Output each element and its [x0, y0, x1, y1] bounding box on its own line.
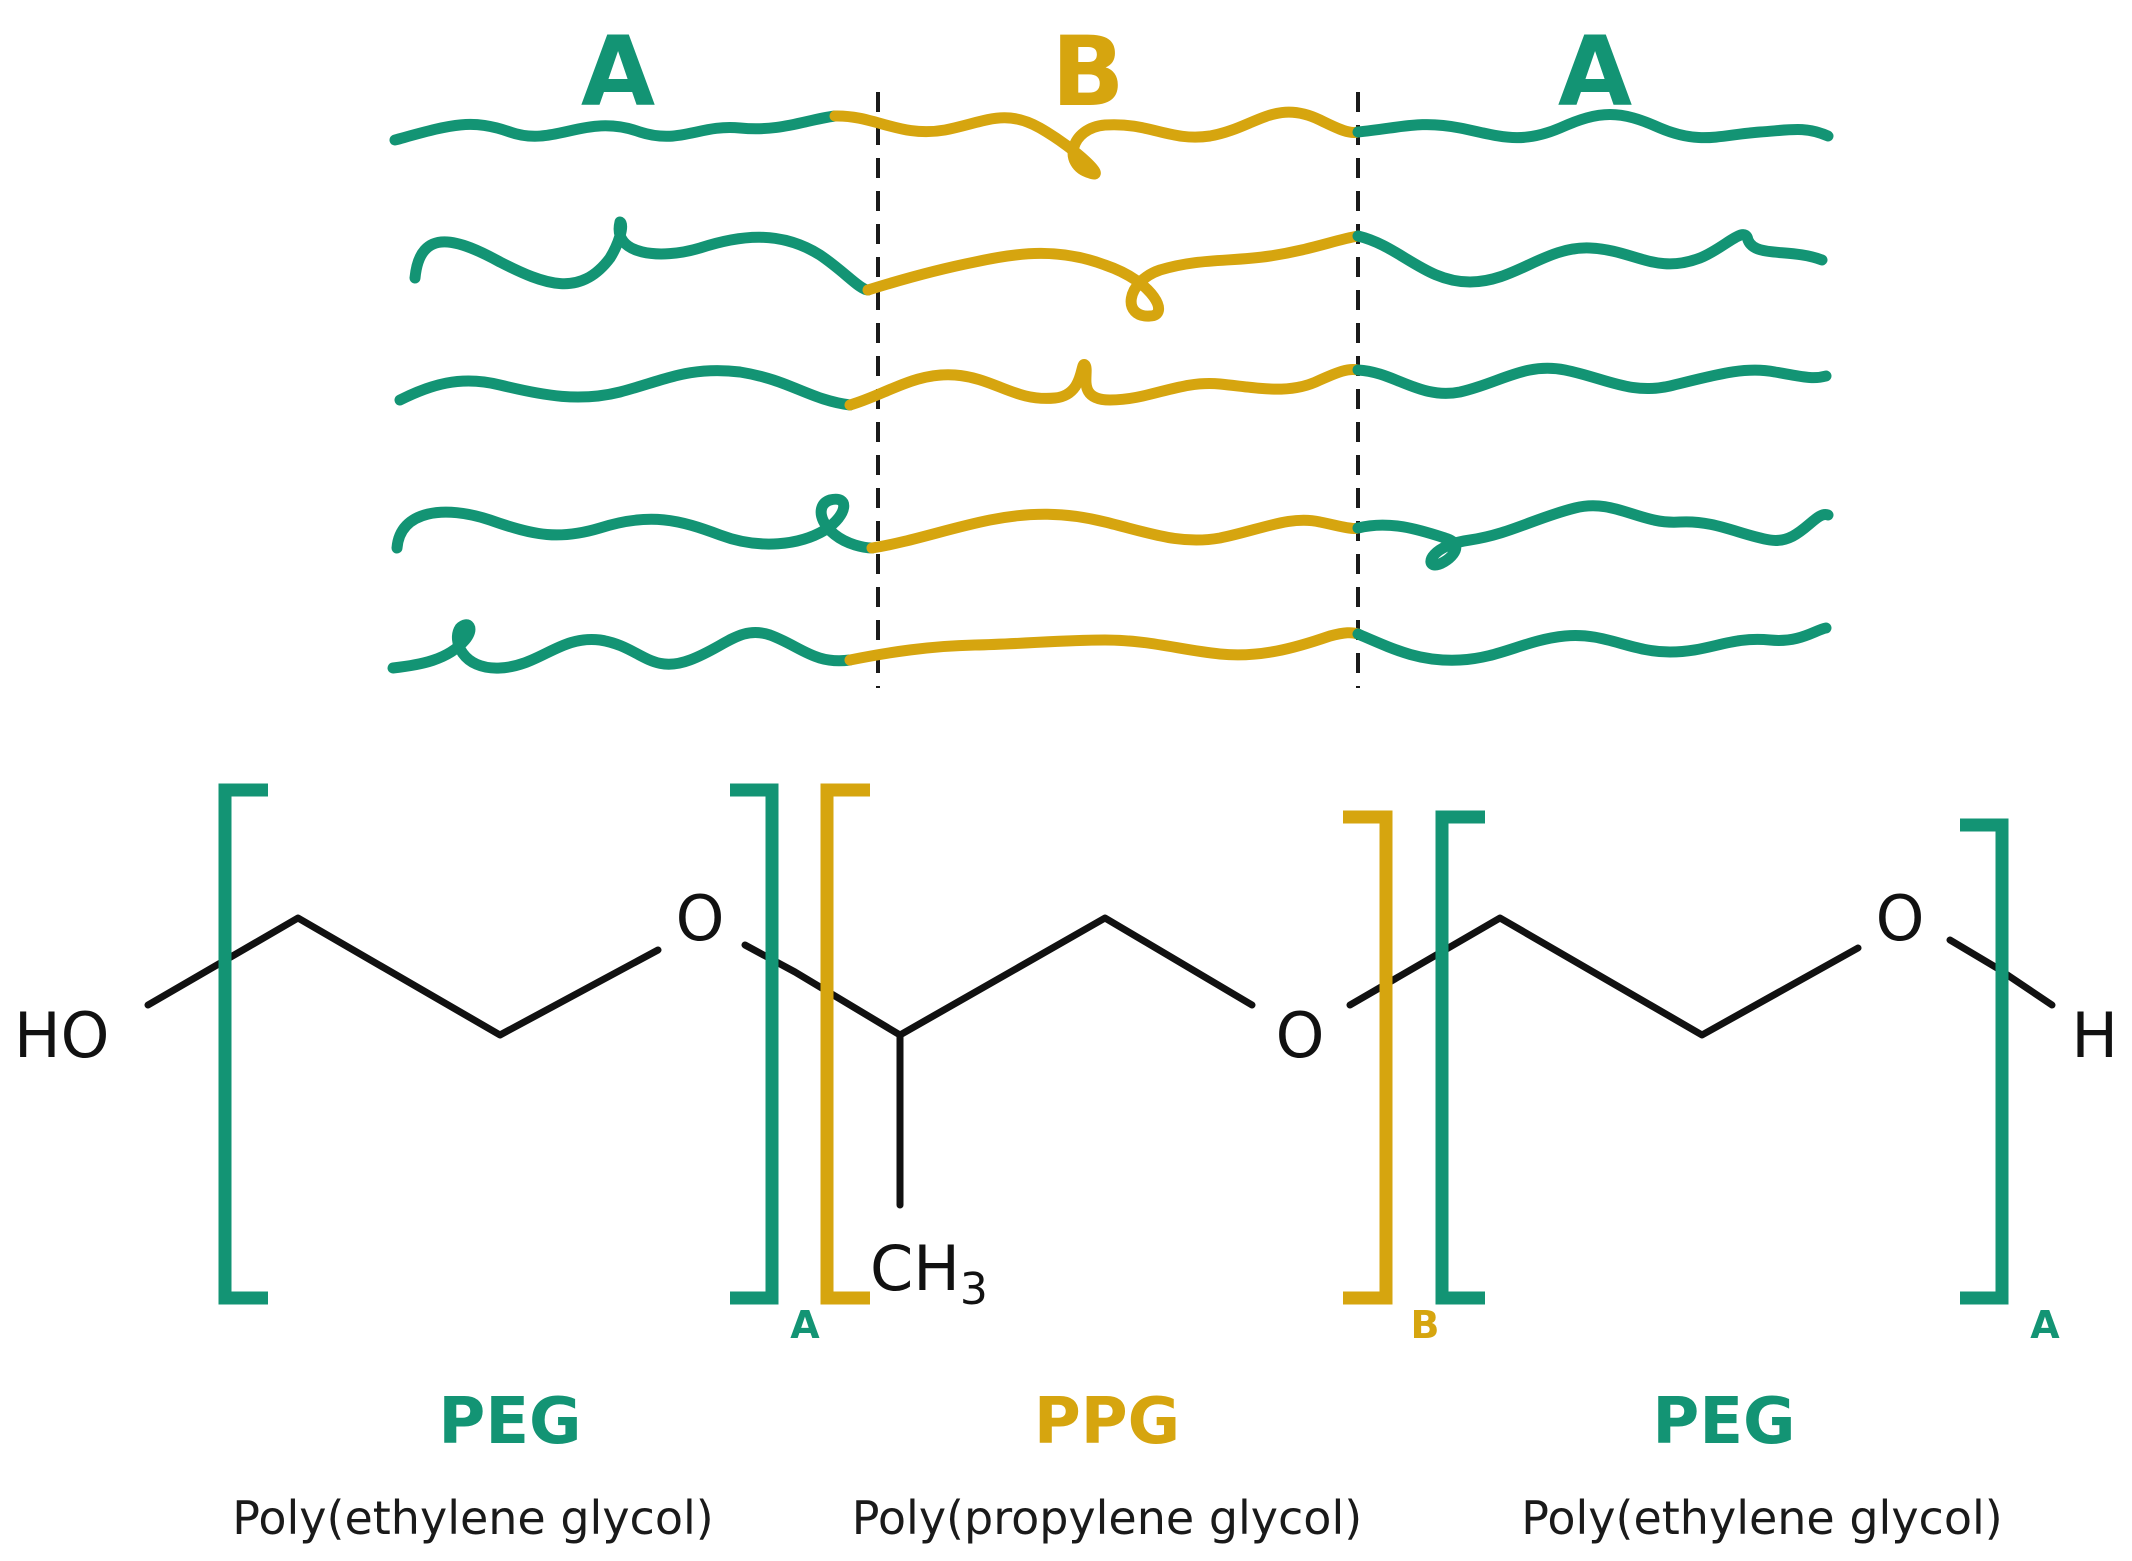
methyl-subscript: 3: [960, 1264, 988, 1315]
subscript-a-left: A: [790, 1303, 820, 1347]
bond-o-link-left: [741, 941, 904, 1039]
chain-segment-b: [829, 106, 1364, 180]
bond-ppg-backbone: [896, 914, 1256, 1039]
chain-segment-b: [866, 508, 1364, 554]
polymer-chain: [389, 106, 1834, 180]
atom-label-oxygen-3: O: [1876, 882, 1925, 955]
atom-label-oxygen-1: O: [676, 882, 725, 955]
chain-segment-a-left: [391, 493, 878, 554]
block-abbr-ppg: PPG: [1034, 1385, 1180, 1459]
block-abbr-peg-right: PEG: [1652, 1385, 1795, 1459]
chain-segment-a-left: [394, 365, 856, 411]
block-name-peg-right: Poly(ethylene glycol): [1521, 1491, 2002, 1545]
chain-segment-b: [844, 359, 1364, 411]
bracket-ppg-close: [1343, 810, 1393, 1305]
block-label-b: B: [1051, 16, 1124, 128]
bracket-peg2-open: [1435, 810, 1485, 1305]
atom-label-h: H: [2071, 999, 2118, 1072]
methyl-text: CH: [870, 1232, 960, 1305]
subscript-b: B: [1411, 1303, 1440, 1347]
bond-o-link-right: [1346, 914, 1862, 1039]
chain-segment-a-right: [1352, 362, 1832, 399]
polymer-chain: [409, 216, 1828, 322]
skeletal-formula: [144, 914, 2056, 1209]
block-label-a-left: A: [581, 16, 655, 128]
atom-label-ho: HO: [14, 999, 109, 1072]
chain-segment-a-right: [1352, 109, 1834, 144]
bracket-peg2-close: [1960, 818, 2009, 1305]
chain-segment-a-right: [1352, 229, 1828, 288]
chain-segment-b: [862, 230, 1364, 322]
block-label-a-right: A: [1558, 16, 1632, 128]
chain-segment-a-right: [1352, 500, 1834, 571]
bracket-peg1-close: [730, 783, 779, 1305]
chain-segment-a-left: [387, 619, 856, 674]
polymer-chain: [391, 493, 1834, 571]
polymer-chain: [394, 359, 1832, 411]
chain-segment-a-right: [1352, 622, 1832, 666]
block-abbr-peg-left: PEG: [438, 1385, 581, 1459]
block-name-ppg: Poly(propylene glycol): [852, 1491, 1362, 1545]
subscript-a-right: A: [2030, 1303, 2060, 1347]
bracket-ppg-open: [820, 783, 870, 1305]
chain-segment-a-left: [389, 110, 841, 146]
chain-segment-b: [844, 627, 1364, 666]
bracket-peg1-open: [218, 783, 268, 1305]
atom-label-methyl: CH3: [870, 1232, 988, 1315]
block-name-peg-left: Poly(ethylene glycol): [232, 1491, 713, 1545]
chain-segment-a-left: [409, 216, 874, 296]
atom-label-oxygen-2: O: [1276, 999, 1325, 1072]
polymer-chain: [387, 619, 1832, 674]
